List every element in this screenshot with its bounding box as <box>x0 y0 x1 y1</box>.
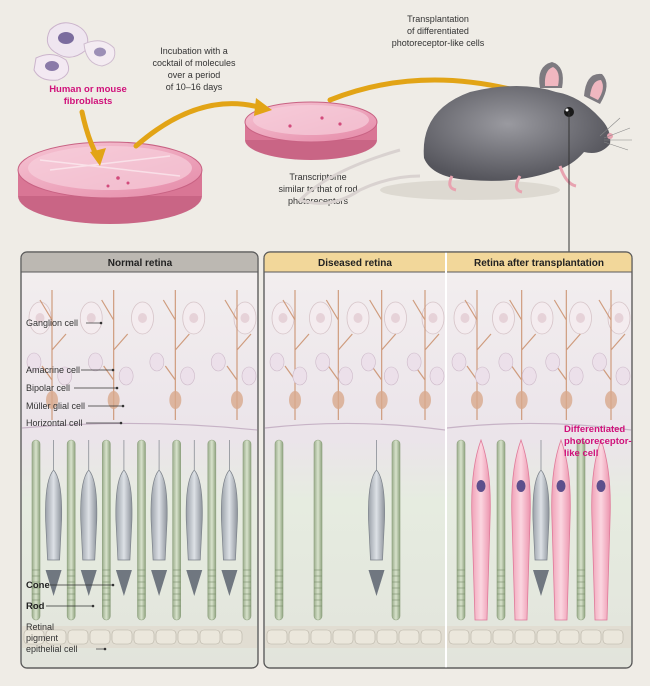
fibroblast-cells <box>33 22 116 81</box>
diseased-retina-title: Diseased retina <box>318 258 392 269</box>
incubation-label-line1: Incubation with a <box>160 46 228 56</box>
normal-retina-panel: Normal retina <box>20 251 259 669</box>
culture-dish-2 <box>244 101 378 160</box>
transcriptome-label-line1: Transcriptome <box>289 172 346 182</box>
incubation-label-line2: cocktail of molecules <box>152 58 236 68</box>
retina-layer-labels: Ganglion cell Amacrine cell Bipolar cell… <box>26 318 125 654</box>
ganglion-cell-label: Ganglion cell <box>26 318 78 328</box>
differentiated-cell-label: Differentiated photoreceptor- like cell <box>564 424 632 459</box>
incubation-label-line3: over a period <box>168 70 221 80</box>
incubation-label-line4: of 10–16 days <box>166 82 223 92</box>
rod-label: Rod <box>26 601 45 612</box>
rpe-label-line1: Retinal <box>26 622 54 632</box>
rpe-label-line2: pigment <box>26 633 59 643</box>
mouse-illustration <box>297 62 632 205</box>
fibroblasts-label-line2: fibroblasts <box>64 96 113 107</box>
cone-label: Cone <box>26 580 50 591</box>
horizontal-cell-label: Horizontal cell <box>26 418 83 428</box>
bipolar-cell-label: Bipolar cell <box>26 383 70 393</box>
muller-cell-label: Müller glial cell <box>26 401 85 411</box>
diseased-after-panel: Diseased retina Retina after transplanta… <box>263 251 633 669</box>
transplant-label-line1: Transplantation <box>407 14 469 24</box>
transplant-label-line3: photoreceptor-like cells <box>392 38 485 48</box>
transcriptome-label-line2: similar to that of rod <box>278 184 357 194</box>
differentiated-label-line1: Differentiated <box>564 424 625 435</box>
amacrine-cell-label: Amacrine cell <box>26 365 80 375</box>
differentiated-label-line3: like cell <box>564 448 598 459</box>
rpe-label-line3: epithelial cell <box>26 644 78 654</box>
culture-dish-1 <box>17 141 203 224</box>
fibroblasts-label-line1: Human or mouse <box>49 84 127 95</box>
differentiated-label-line2: photoreceptor- <box>564 436 632 447</box>
transplant-label-line2: of differentiated <box>407 26 469 36</box>
after-transplant-title: Retina after transplantation <box>474 258 604 269</box>
transcriptome-label-line3: photoreceptors <box>288 196 349 206</box>
normal-retina-title: Normal retina <box>108 258 173 269</box>
